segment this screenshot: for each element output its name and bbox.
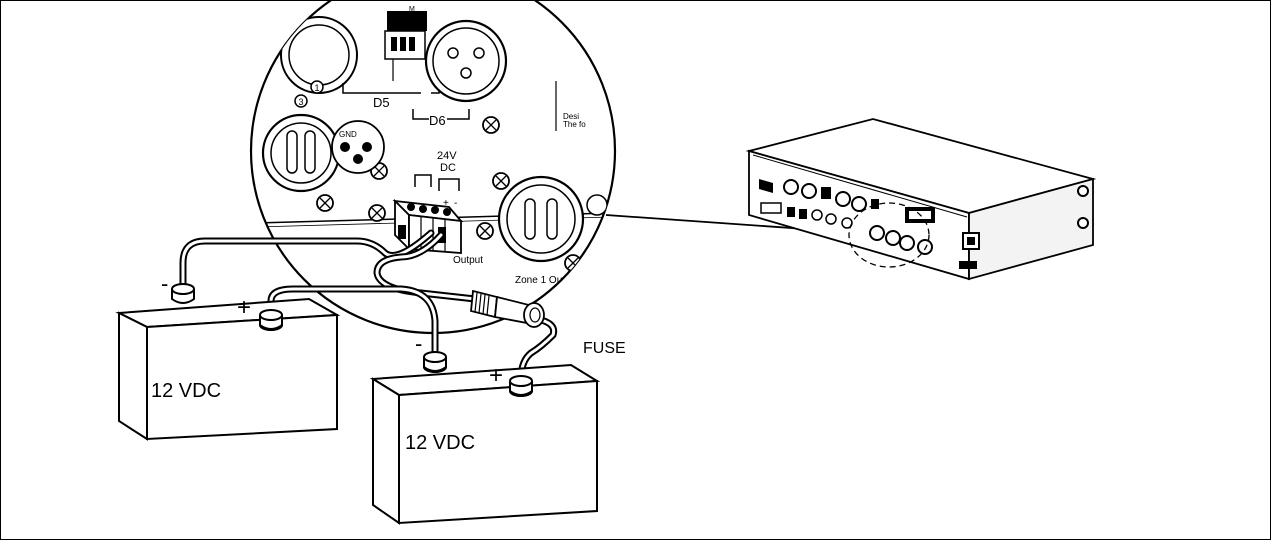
zoom-detail: 3 1 D5 M Pha Mic [249, 1, 617, 335]
xlr-connector-left [261, 113, 341, 193]
battery-1-positive-terminal [259, 309, 283, 331]
screw-d6 [482, 116, 500, 134]
voltage-label: 24V [437, 150, 457, 162]
battery-2-pos-sign: + [489, 362, 503, 389]
fuse [470, 289, 545, 328]
xlr-connector-zone1 [497, 175, 585, 263]
battery-2-neg-sign: - [415, 331, 422, 356]
xlr-connector-d6 [424, 19, 508, 103]
output-label: Output [453, 255, 483, 266]
dc-label: DC [440, 162, 456, 174]
dip-switch: M Pha Mic [384, 6, 427, 81]
panel-text-2: The fo [563, 120, 586, 129]
screw-terminal-left [368, 204, 386, 222]
switch-label-2: Pha [409, 14, 422, 21]
battery-1-pos-sign: + [237, 294, 251, 321]
pin-1-label: 1 [314, 83, 319, 93]
d6-label: D6 [429, 113, 446, 128]
switch-label-3: Mic [409, 22, 420, 29]
battery-2-negative-terminal [423, 351, 447, 373]
terminal-plus-label: + [443, 198, 449, 209]
panel-text-1: Desi [563, 112, 579, 121]
gnd-connector: GND [331, 120, 385, 174]
pin-3-label: 3 [298, 97, 303, 107]
d5-label: D5 [373, 95, 390, 110]
battery-1-neg-sign: - [161, 271, 168, 296]
xlr-connector-top-left: 3 1 [280, 16, 358, 108]
wiring [179, 229, 558, 383]
battery-2-positive-terminal [509, 375, 533, 397]
screw-left-2 [316, 194, 334, 212]
zone1-label: Zone 1 Out [515, 275, 565, 286]
battery-1-label: 12 VDC [151, 380, 221, 402]
gnd-label: GND [339, 130, 357, 139]
battery-2-label: 12 VDC [405, 432, 475, 454]
screw-zone [492, 172, 510, 190]
fuse-label: FUSE [583, 340, 626, 357]
battery-1: - + 12 VDC [115, 271, 341, 441]
battery-1-negative-terminal [171, 283, 195, 304]
switch-label-1: M [409, 6, 415, 13]
battery-2: - + 12 VDC [369, 331, 601, 525]
amplifier-device [745, 118, 1097, 281]
screw-terminal-right [476, 222, 494, 240]
terminal-minus-label: - [454, 198, 457, 209]
